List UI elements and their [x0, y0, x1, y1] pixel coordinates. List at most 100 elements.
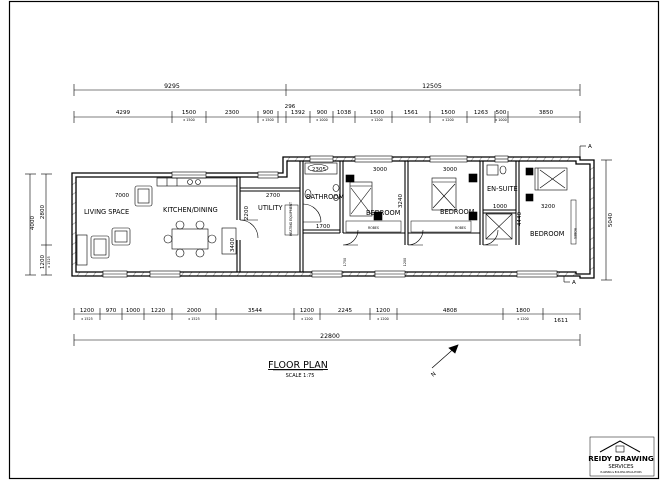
house-roof-icon — [599, 440, 641, 453]
dim-bottom-seg: 1800 — [516, 308, 531, 314]
room-label-ensuite: EN-SUITE — [487, 185, 518, 193]
dim-bottom-seg: 1200 — [80, 308, 95, 314]
living-furniture — [76, 185, 153, 266]
north-label: N — [430, 371, 437, 378]
robes-units — [345, 199, 577, 245]
left-dimensions — [25, 173, 52, 276]
bottom-dimensions — [73, 308, 581, 346]
inner-dim: 7000 — [115, 193, 130, 199]
dim-top-seg: 1038 — [337, 110, 352, 116]
plan-scale: SCALE 1:75 — [286, 373, 315, 379]
dim-top-sub: x 1000 — [495, 118, 506, 122]
top-dimensions — [73, 84, 581, 123]
dim-bottom-seg: 2000 — [187, 308, 202, 314]
room-label-bathroom: BATHROOM — [306, 193, 344, 201]
room-label-robes-3: ROBES — [573, 228, 577, 239]
bathroom-fixtures — [304, 162, 340, 201]
inner-dim: 3200 — [541, 204, 556, 210]
dim-bottom-seg: 1200 — [300, 308, 315, 314]
inner-dim: 1200 — [403, 258, 407, 266]
inner-dim: 3000 — [443, 167, 458, 173]
inner-dim: 1700 — [316, 224, 331, 230]
bedroom-furniture — [345, 167, 568, 221]
dim-bottom-sub: x 1200 — [301, 317, 312, 321]
dim-bottom-seg: 1611 — [554, 318, 569, 324]
dim-top-seg: 900 — [317, 110, 328, 116]
inner-dim: 2700 — [266, 193, 281, 199]
internal-walls — [236, 161, 520, 272]
dim-left-total: 4000 — [30, 215, 36, 230]
inner-dim: 3000 — [373, 167, 388, 173]
room-label-kitchen: KITCHEN/DINING — [163, 206, 218, 214]
heating-unit — [284, 204, 299, 236]
dim-left-lower: 1200 — [40, 254, 46, 269]
dim-top-seg: 1500 — [441, 110, 456, 116]
dim-bottom-seg: 970 — [106, 308, 117, 314]
doors — [239, 203, 499, 246]
inner-dim: 2305 — [312, 167, 327, 173]
dim-top-sub: x 1500 — [262, 118, 273, 122]
dim-top-seg: 1561 — [404, 110, 419, 116]
dim-bottom-overall: 22800 — [320, 333, 340, 340]
dim-top-seg: 1500 — [370, 110, 385, 116]
dim-bottom-sub: x 1200 — [377, 317, 388, 321]
dim-top-seg: 296 — [285, 104, 296, 110]
dim-top-seg: 4299 — [116, 110, 131, 116]
dim-top-seg: 1263 — [474, 110, 489, 116]
plan-title: FLOOR PLAN — [268, 360, 328, 371]
dim-top-seg: 1392 — [291, 110, 305, 116]
dim-top-sub: x 1200 — [442, 118, 453, 122]
logo-sub: SERVICES — [608, 464, 633, 470]
inner-dim: 2200 — [244, 205, 250, 220]
dim-bottom-seg: 1000 — [126, 308, 141, 314]
external-walls — [71, 156, 595, 279]
room-label-bedroom-2: BEDROOM — [440, 208, 475, 216]
dim-top-sub: x 1200 — [371, 118, 382, 122]
room-label-utility: UTILITY — [258, 204, 283, 212]
dim-bottom-seg: 3544 — [248, 308, 263, 314]
dim-overall-right: 12505 — [422, 83, 442, 90]
sheet-border — [8, 0, 660, 480]
section-marker-top — [579, 145, 586, 157]
room-label-living: LIVING SPACE — [84, 208, 129, 216]
company-logo — [589, 436, 655, 477]
inner-dim: 4440 — [517, 211, 523, 226]
dim-overall-left: 9295 — [164, 83, 180, 90]
section-label-bottom: A — [572, 280, 576, 286]
kitchen-furniture — [156, 177, 238, 258]
dim-top-seg: 900 — [263, 110, 274, 116]
inner-dim: 3400 — [230, 237, 236, 252]
ensuite-fixtures — [485, 164, 513, 240]
logo-tagline: PLANNING & BUILDING REGULATIONS — [600, 471, 642, 474]
dim-bottom-sub: x 1525 — [188, 317, 199, 321]
dim-top-sub: x 1500 — [183, 118, 194, 122]
dim-top-seg: 1500 — [182, 110, 197, 116]
dim-top-seg: 3850 — [539, 110, 554, 116]
dim-bottom-seg: 1200 — [376, 308, 391, 314]
room-label-bedroom-3: BEDROOM — [530, 230, 565, 238]
room-label-bedroom-1: BEDROOM — [366, 209, 401, 217]
logo-name: REIDY DRAWING — [588, 454, 654, 463]
room-label-heating: HEATING EQUIPMENT — [289, 202, 293, 236]
dim-left-lower-sub: x 1525 — [47, 256, 51, 267]
inner-dim: 1750 — [343, 258, 347, 266]
section-label-top: A — [588, 144, 592, 150]
inner-dim: 3240 — [398, 193, 404, 208]
room-label-robes-2: ROBES — [455, 226, 466, 230]
inner-dim: 1000 — [493, 204, 508, 210]
north-arrow-icon — [431, 344, 459, 369]
dim-right-total: 5040 — [608, 212, 614, 227]
dim-bottom-sub: x 1525 — [81, 317, 92, 321]
dim-top-seg: 500 — [496, 110, 507, 116]
dim-left-upper: 2800 — [40, 204, 46, 219]
dim-bottom-sub: x 1200 — [517, 317, 528, 321]
dim-top-seg: 2300 — [225, 110, 240, 116]
room-label-robes-1: ROBES — [368, 226, 379, 230]
section-marker-bottom — [563, 276, 570, 283]
dim-bottom-seg: 4808 — [443, 308, 458, 314]
dim-bottom-seg: 1220 — [151, 308, 166, 314]
dim-bottom-seg: 2245 — [338, 308, 353, 314]
right-dimensions — [601, 159, 612, 281]
windows — [102, 155, 558, 278]
